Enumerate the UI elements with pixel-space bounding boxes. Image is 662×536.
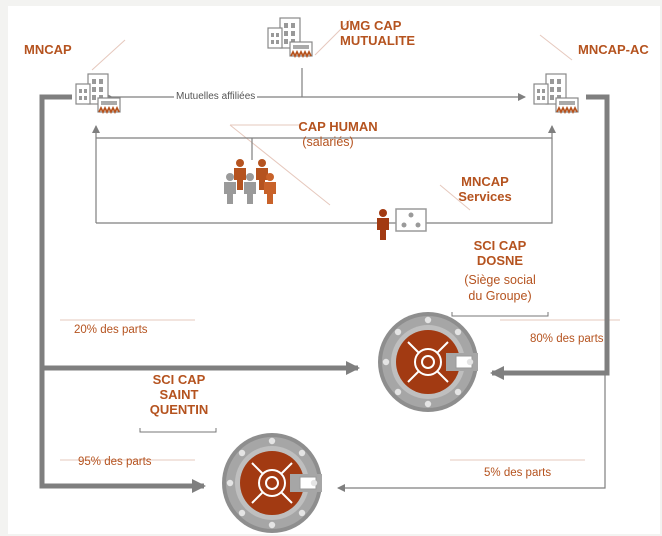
dosne-sub-line-2: du Groupe)	[468, 289, 532, 303]
sq-label-line-2: SAINT	[159, 387, 199, 402]
sci-cap-dosne-label: SCI CAP DOSNE	[440, 238, 560, 268]
services-label-line-2: Services	[458, 189, 512, 204]
brackets	[139, 312, 549, 433]
thick-connectors	[39, 94, 610, 493]
mncap-label: MNCAP	[24, 42, 72, 57]
eighty-pct-label: 80% des parts	[530, 333, 604, 345]
umg-label-line-2: MUTUALITE	[340, 33, 416, 48]
five-pct-label: 5% des parts	[484, 467, 552, 479]
ninety-five-pct-label: 95% des parts	[78, 456, 152, 468]
sq-label-line-3: QUENTIN	[149, 402, 209, 417]
dosne-sub-line-1: (Siège social	[464, 273, 536, 287]
cap-human-sublabel: (salariés)	[302, 135, 354, 149]
sq-label-line-1: SCI CAP	[152, 372, 206, 387]
sci-cap-saint-quentin-safe-icon	[221, 432, 323, 534]
twenty-pct-label: 20% des parts	[74, 324, 148, 336]
umg-label-line-1: UMG CAP	[340, 18, 402, 33]
eighty-pct-arrow	[490, 94, 610, 380]
twenty-pct-arrow	[39, 94, 360, 375]
thin-connectors	[92, 68, 606, 492]
mncap-ac-label: MNCAP-AC	[578, 42, 649, 57]
mncap-services-label: MNCAP Services	[440, 174, 530, 204]
umg-cap-mutualite-label: UMG CAP MUTUALITE	[340, 18, 430, 48]
services-loop	[96, 138, 553, 224]
dosne-sublabel: (Siège social du Groupe)	[440, 272, 560, 304]
services-label-line-1: MNCAP	[461, 174, 509, 189]
five-pct-arrow	[337, 373, 606, 492]
presentation-icon	[377, 208, 427, 240]
mutuelles-affiliees-label: Mutuelles affiliées	[174, 91, 258, 102]
sci-cap-dosne-safe-icon	[377, 311, 479, 413]
cap-human-label: CAP HUMAN	[298, 119, 378, 134]
ninety-five-pct-arrow	[39, 368, 206, 493]
dosne-label-line-2: DOSNE	[476, 253, 524, 268]
dosne-label-line-1: SCI CAP	[473, 238, 527, 253]
sci-cap-saint-quentin-label: SCI CAP SAINT QUENTIN	[134, 372, 224, 417]
